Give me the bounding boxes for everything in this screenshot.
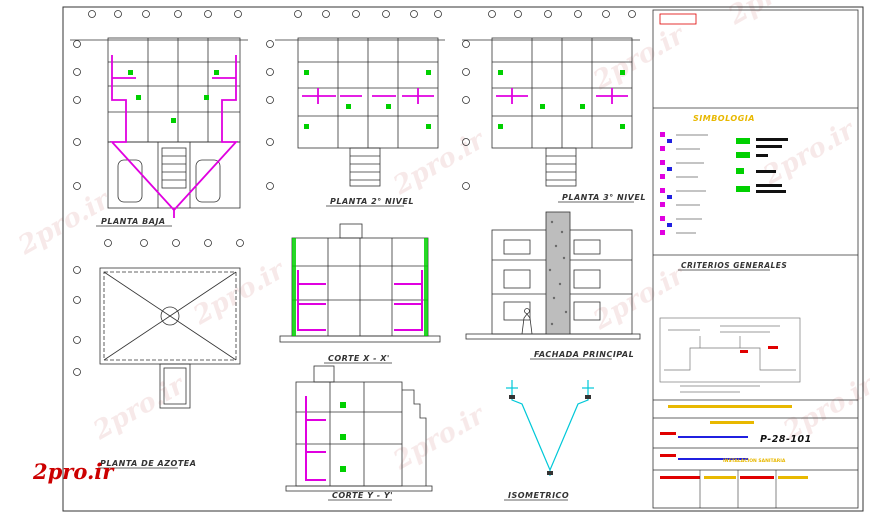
detail-sketch-marks [740, 346, 778, 353]
view-title-corte-y: CORTE Y - Y' [332, 491, 393, 500]
human-figure [521, 313, 533, 335]
corte-x-sanitary [297, 270, 423, 331]
sheet-title: INSTALACION SANITARIA [723, 458, 786, 464]
watermark-repeat: 2pro.ir [388, 124, 492, 201]
planta-baja-sanitary [109, 55, 239, 218]
watermark-repeat: 2pro.ir [723, 0, 827, 32]
grid-bubbles-left [73, 266, 81, 376]
corte-x-walls [292, 238, 428, 336]
planta-3-fixtures [498, 70, 625, 129]
project-info [660, 405, 792, 460]
sheet-number: P-28-101 [760, 434, 812, 445]
planta-2-sanitary [302, 88, 434, 104]
view-title-isometrico: ISOMETRICO [508, 491, 569, 500]
criterios-heading: CRITERIOS GENERALES [681, 261, 787, 270]
watermark-repeat: 2pro.ir [588, 19, 692, 96]
planta-2-fixtures [304, 70, 431, 129]
legend-symbols [660, 132, 788, 235]
grid-bubbles-top [104, 239, 244, 247]
corte-y-sanitary [305, 396, 326, 481]
grid-bubbles-top [88, 10, 242, 18]
view-title-planta-3: PLANTA 3° NIVEL [562, 193, 646, 202]
sheet-border [62, 6, 864, 512]
azotea-view [73, 239, 244, 409]
simbologia-heading: SIMBOLOGIA [693, 114, 755, 123]
isometrico-view [506, 380, 594, 476]
detail-sketch [659, 317, 801, 393]
grid-bubbles-top [294, 10, 442, 18]
watermark-repeat: 2pro.ir [588, 259, 692, 336]
isometrico-fittings [509, 395, 591, 475]
corte-y-view [285, 365, 433, 492]
grid-bubbles-top [488, 10, 636, 18]
facade-stone-column [545, 211, 571, 335]
title-block [652, 9, 859, 509]
planta-2-view [266, 10, 445, 190]
revision-row [660, 470, 808, 508]
planta-3-sanitary [496, 88, 628, 104]
human-figure-head [524, 308, 530, 314]
view-title-planta-2: PLANTA 2° NIVEL [330, 197, 414, 206]
grid-bubbles-left [73, 40, 81, 190]
planta-baja-fixtures [128, 70, 219, 123]
planta-baja-view [70, 10, 248, 209]
view-title-azotea: PLANTA DE AZOTEA [100, 459, 196, 468]
view-title-corte-x: CORTE X - X' [328, 354, 390, 363]
view-title-fachada: FACHADA PRINCIPAL [534, 350, 634, 359]
view-title-planta-baja: PLANTA BAJA [101, 217, 166, 226]
stone-texture [548, 220, 568, 326]
north-logo-box [659, 13, 697, 25]
grid-bubbles-left [462, 40, 470, 190]
corte-y-fixtures [340, 402, 346, 472]
watermark-repeat: 2pro.ir [758, 114, 862, 191]
watermark-repeat: 2pro.ir [388, 399, 492, 476]
planta-3-view [462, 10, 640, 190]
watermark-logo: 2pro.ir [32, 459, 115, 484]
grid-bubbles-left [266, 40, 274, 190]
